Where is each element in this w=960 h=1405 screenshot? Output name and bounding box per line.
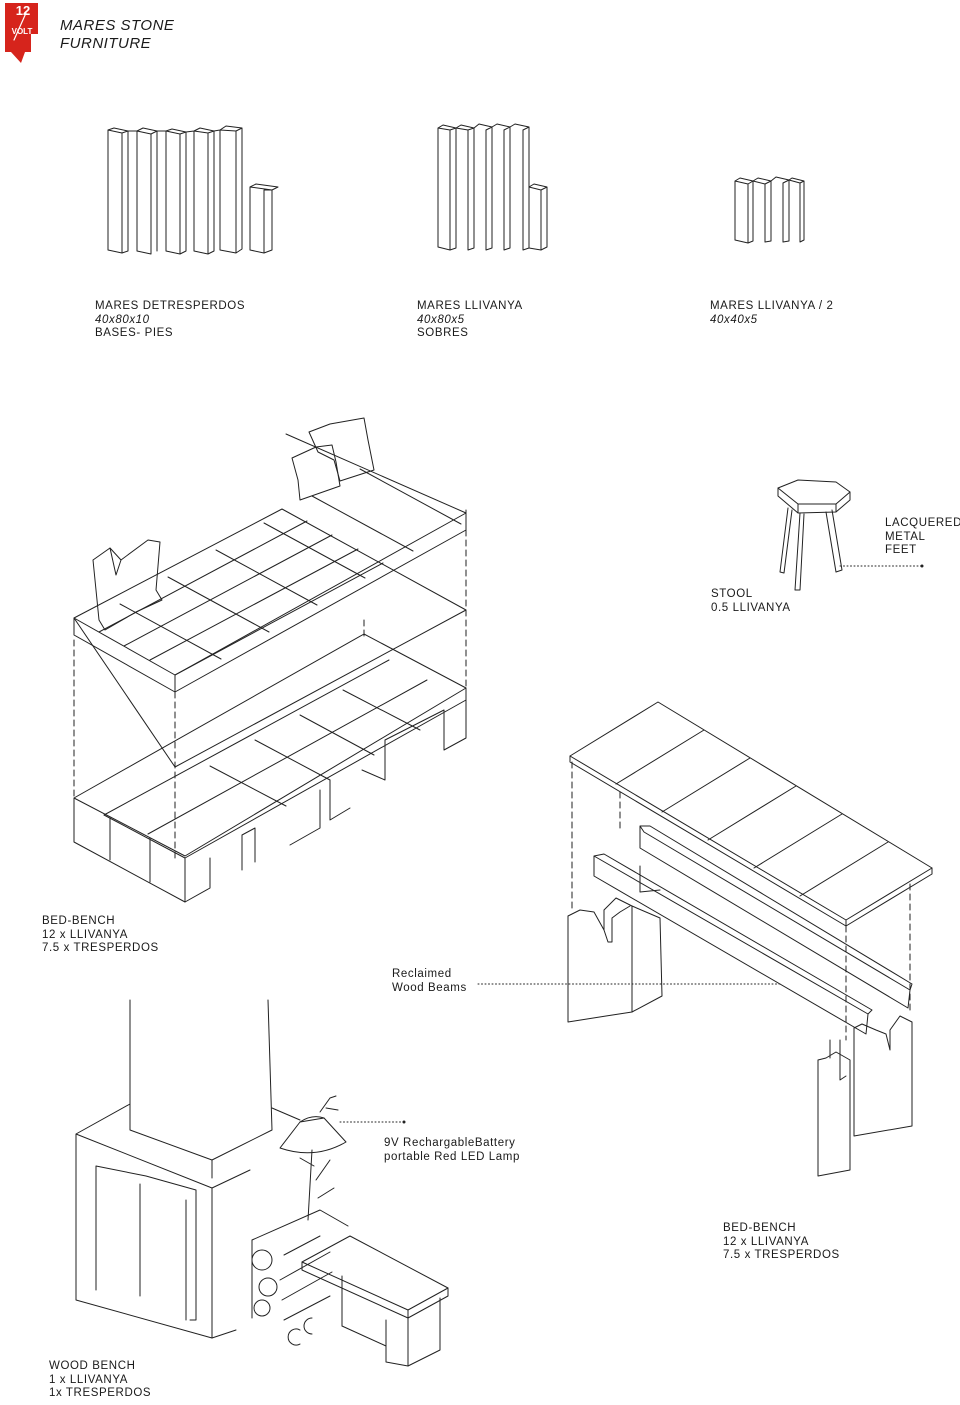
pillow-3: [308, 417, 375, 482]
bed-bench-1-drawing: [73, 417, 467, 903]
wood-bench-label: WOOD BENCH 1 x LLIVANYA 1x TRESPERDOS: [49, 1360, 151, 1401]
material-dims: 40x80x5: [417, 313, 465, 326]
callout-line: METAL: [885, 530, 926, 543]
material-use: SOBRES: [417, 327, 469, 339]
material-name: MARES LLIVANYA / 2: [710, 300, 834, 312]
volt-logo: [5, 3, 38, 63]
label-line: 7.5 x TRESPERDOS: [42, 942, 159, 954]
material-label-llivanya-half: MARES LLIVANYA / 2 40x40x5: [710, 300, 834, 327]
material-name: MARES LLIVANYA: [417, 300, 523, 312]
callout-line: STOOL: [711, 588, 753, 600]
stool-drawing: [777, 479, 924, 591]
llivanya-half-slab-stack: [734, 176, 805, 244]
material-dims: 40x40x5: [710, 313, 758, 326]
callout-line: Reclaimed: [392, 968, 452, 980]
lamp-callout: 9V RechargableBattery portable Red LED L…: [384, 1137, 520, 1164]
label-line: WOOD BENCH: [49, 1360, 136, 1372]
bed-bench-2-label: BED-BENCH 12 x LLIVANYA 7.5 x TRESPERDOS: [723, 1222, 840, 1263]
bed-bench-2-drawing: [477, 701, 933, 1177]
feet-callout: LACQUERED METAL FEET: [885, 517, 960, 558]
label-line: 1x TRESPERDOS: [49, 1387, 152, 1399]
pillow-1: [92, 539, 163, 631]
callout-line: portable Red LED Lamp: [384, 1150, 520, 1163]
label-line: 12 x LLIVANYA: [723, 1235, 809, 1248]
bed-bench-1-label: BED-BENCH 12 x LLIVANYA 7.5 x TRESPERDOS: [42, 915, 159, 956]
label-line: BED-BENCH: [42, 915, 116, 927]
label-line: 1 x LLIVANYA: [49, 1373, 129, 1386]
pillow-2: [291, 444, 341, 501]
logo-text: VOLT: [11, 27, 33, 36]
llivanya-slab-stack: [437, 123, 548, 251]
beams-callout: Reclaimed Wood Beams: [392, 968, 467, 995]
stool-label: STOOL 0.5 LLIVANYA: [711, 588, 791, 615]
title-line-2: FURNITURE: [60, 35, 152, 52]
detresperdos-slab-stack: [107, 125, 279, 255]
material-name: MARES DETRESPERDOS: [95, 300, 246, 312]
label-line: 12 x LLIVANYA: [42, 928, 128, 941]
material-label-llivanya: MARES LLIVANYA 40x80x5 SOBRES: [417, 300, 523, 341]
material-label-detresperdos: MARES DETRESPERDOS 40x80x10 BASES- PIES: [95, 300, 245, 341]
callout-line: LACQUERED: [885, 517, 960, 529]
callout-line: FEET: [885, 544, 917, 556]
callout-line: 9V RechargableBattery: [384, 1137, 516, 1149]
callout-line: Wood Beams: [392, 981, 467, 994]
title-line-1: MARES STONE: [60, 17, 175, 34]
material-dims: 40x80x10: [95, 313, 150, 326]
logo-number: 12: [15, 3, 31, 18]
wood-bench-drawing: [75, 999, 449, 1367]
label-line: BED-BENCH: [723, 1222, 797, 1234]
label-line: 7.5 x TRESPERDOS: [723, 1249, 840, 1261]
callout-line: 0.5 LLIVANYA: [711, 601, 791, 614]
material-use: BASES- PIES: [95, 327, 174, 339]
page-title: MARES STONE FURNITURE: [60, 17, 174, 53]
